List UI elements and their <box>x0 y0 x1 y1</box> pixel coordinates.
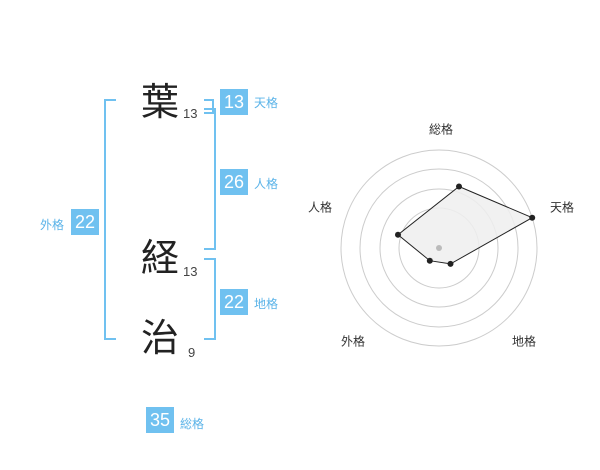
gaikaku-label: 外格 <box>40 218 65 232</box>
tenkaku-badge: 13 <box>220 89 248 115</box>
radar-ring-2 <box>379 188 499 308</box>
gaikaku-badge: 22 <box>71 209 99 235</box>
radar-ring-4 <box>340 149 538 347</box>
stroke-count-2: 13 <box>183 264 198 279</box>
radar-axis-label-2: 天格 <box>550 200 574 215</box>
name-char-1: 葉 <box>141 80 180 124</box>
radar-axis-label-4: 外格 <box>341 334 365 349</box>
radar-ring-3 <box>359 168 519 328</box>
radar-point-5 <box>395 231 401 238</box>
name-char-2: 経 <box>141 236 180 280</box>
jinkaku-label: 人格 <box>254 177 279 191</box>
chikaku-label: 地格 <box>254 297 279 311</box>
radar-axis-label-5: 人格 <box>308 200 332 215</box>
radar-point-3 <box>447 260 454 267</box>
tenkaku-bracket <box>204 99 214 114</box>
radar-axis-label-3: 地格 <box>512 334 536 349</box>
soukaku-badge: 35 <box>146 407 174 433</box>
radar-axis-label-1: 総格 <box>429 122 453 137</box>
radar-point-2 <box>529 214 536 221</box>
radar-polygon <box>397 185 534 265</box>
gaikaku-bracket <box>104 99 116 340</box>
tenkaku-label: 天格 <box>254 96 279 110</box>
chikaku-badge: 22 <box>220 289 248 315</box>
stroke-count-1: 13 <box>183 106 198 121</box>
jinkaku-badge: 26 <box>220 169 248 195</box>
soukaku-label: 総格 <box>180 417 205 431</box>
radar-point-4 <box>426 257 433 264</box>
stroke-count-3: 9 <box>188 345 196 360</box>
chikaku-bracket <box>204 258 216 340</box>
radar-point-1 <box>456 183 462 190</box>
jinkaku-bracket <box>204 108 216 250</box>
radar-center-dot <box>436 245 442 251</box>
name-char-3: 治 <box>141 316 180 360</box>
